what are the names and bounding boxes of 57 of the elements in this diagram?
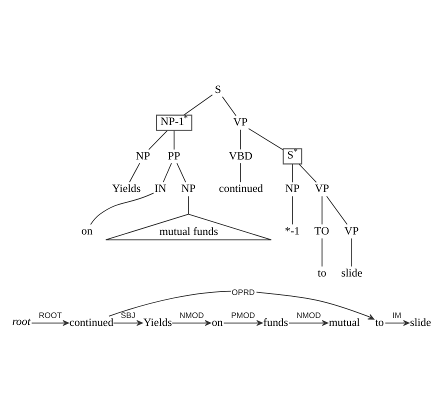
node-text: VP <box>344 224 359 237</box>
node-text: VBD <box>228 150 253 162</box>
connector <box>188 195 189 214</box>
connector <box>240 128 241 150</box>
node-text: on <box>212 316 223 328</box>
node-text: Yields <box>112 182 141 195</box>
arrow <box>31 320 70 326</box>
arrow <box>384 320 410 326</box>
node-text: on <box>81 224 93 237</box>
connector <box>298 163 317 182</box>
node-text: slide <box>341 266 362 279</box>
node-box: NP-1$^{*}$ <box>156 114 192 130</box>
node-text: slide <box>410 316 432 328</box>
connector <box>129 162 140 182</box>
connector <box>248 128 284 150</box>
node-text: NP <box>285 182 300 195</box>
node-text: root <box>12 316 30 328</box>
connector <box>292 163 293 182</box>
arrow <box>223 320 263 326</box>
edge-label: ROOT <box>38 310 62 320</box>
node-text: S <box>214 83 222 96</box>
connector <box>90 192 154 224</box>
connector <box>292 195 293 224</box>
edge-label: NMOD <box>296 310 321 320</box>
arrow <box>288 320 328 326</box>
node-text: to <box>318 266 326 279</box>
node-text: TO <box>314 224 330 237</box>
node-text: continued <box>69 316 114 328</box>
node-text: Yields <box>143 316 172 328</box>
edge-label: OPRD <box>232 288 255 297</box>
node-text: VP <box>233 116 248 128</box>
node-text: *-1 <box>284 224 300 237</box>
edge-label: IM <box>392 310 402 320</box>
arrow <box>113 320 143 326</box>
node-text: VP <box>314 182 330 195</box>
connector <box>148 130 168 150</box>
connector <box>222 96 236 116</box>
edge-label: NMOD <box>180 310 204 320</box>
node-box: S$^{*}$ <box>282 148 302 164</box>
node-text: funds <box>263 316 288 328</box>
connector <box>174 130 175 150</box>
arrow <box>172 320 212 326</box>
node-text: IN <box>154 182 166 195</box>
node-text: NP <box>136 150 150 162</box>
connector <box>162 162 172 182</box>
node-text: mutual <box>328 316 360 328</box>
connector <box>240 162 241 182</box>
connector <box>351 237 352 266</box>
connector <box>183 94 213 116</box>
node-text: continued <box>218 182 264 195</box>
edge-label: PMOD <box>231 310 256 320</box>
edge-label: SBJ <box>120 310 136 320</box>
connector <box>176 162 186 182</box>
node-text: PP <box>168 150 180 162</box>
node-text: to <box>375 316 384 328</box>
connector <box>326 195 348 224</box>
node-text: NP <box>181 182 196 195</box>
